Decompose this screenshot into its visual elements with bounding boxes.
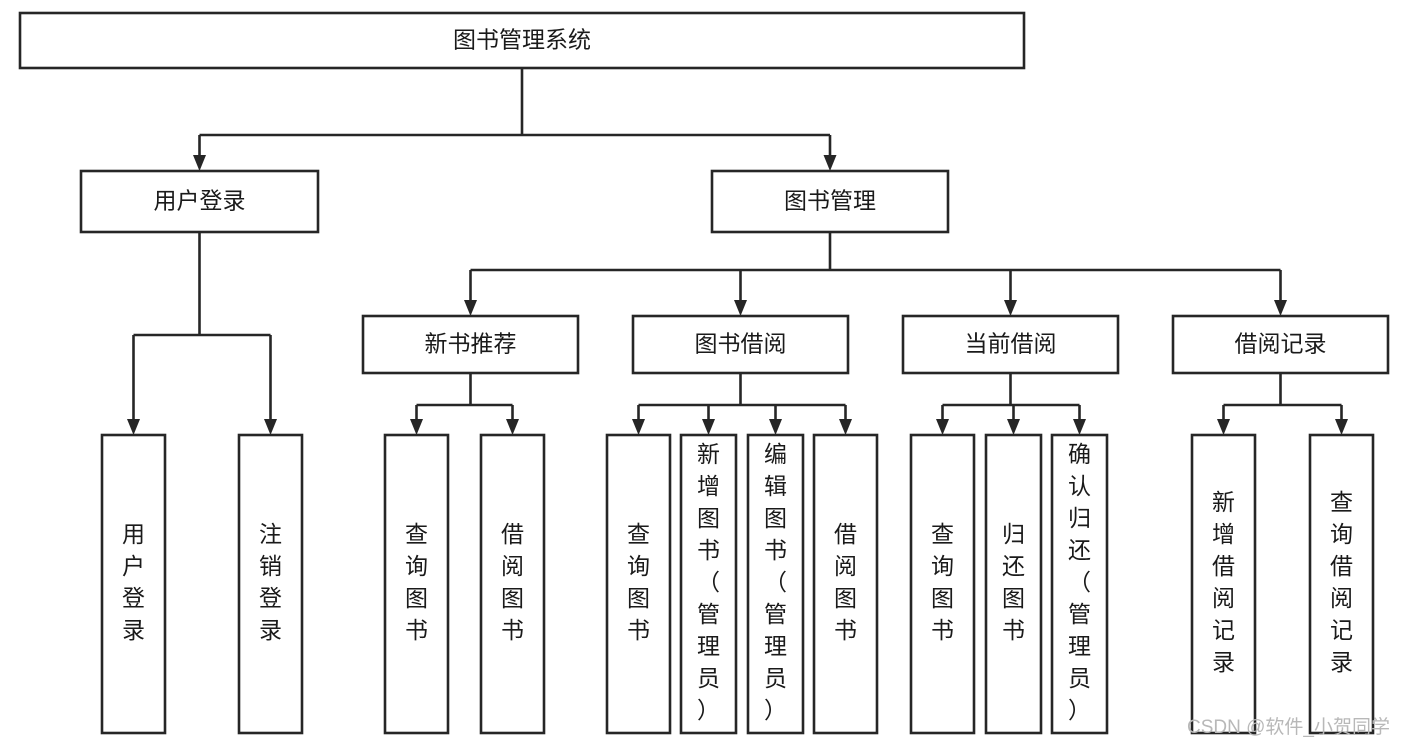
node-label-new-book-rec: 新书推荐 — [425, 331, 517, 357]
connector-arrow-icon — [1007, 419, 1020, 435]
node-box-leaf-borrow-lend[interactable] — [812, 433, 879, 735]
node-label-leaf-borrow-query: 查询图书 — [627, 521, 650, 643]
node-label-leaf-borrow-edit: 编辑图书（管理员） — [764, 441, 787, 723]
connector-arrow-icon — [1073, 419, 1086, 435]
node-leaf-user-logout[interactable]: 注销登录 — [237, 433, 304, 735]
edge-root-group — [193, 68, 837, 171]
connector-arrow-icon — [1274, 300, 1287, 316]
node-label-leaf-current-query: 查询图书 — [931, 521, 954, 643]
connector-arrow-icon — [632, 419, 645, 435]
connector-arrow-icon — [1217, 419, 1230, 435]
node-label-leaf-record-query: 查询借阅记录 — [1330, 489, 1353, 675]
node-box-leaf-current-confirm[interactable] — [1050, 433, 1109, 735]
node-box-leaf-record-add[interactable] — [1190, 433, 1257, 735]
node-box-current-borrow[interactable] — [901, 314, 1120, 375]
node-label-user-login: 用户登录 — [154, 188, 246, 214]
node-leaf-borrow-add[interactable]: 新增图书（管理员） — [679, 433, 738, 735]
node-user-login[interactable]: 用户登录 — [79, 169, 320, 234]
node-leaf-borrow-lend[interactable]: 借阅图书 — [812, 433, 879, 735]
node-leaf-record-add[interactable]: 新增借阅记录 — [1190, 433, 1257, 735]
connector-arrow-icon — [506, 419, 519, 435]
nodes-layer: 图书管理系统用户登录图书管理新书推荐图书借阅当前借阅借阅记录用户登录注销登录查询… — [18, 11, 1390, 735]
node-label-leaf-rec-query: 查询图书 — [405, 521, 428, 643]
node-box-leaf-borrow-add[interactable] — [679, 433, 738, 735]
node-box-book-borrow[interactable] — [631, 314, 850, 375]
node-label-leaf-record-add: 新增借阅记录 — [1212, 489, 1235, 675]
edge-bookmanage-group — [464, 232, 1287, 316]
node-borrow-record[interactable]: 借阅记录 — [1171, 314, 1390, 375]
edge-bookborrow-group — [632, 373, 852, 435]
edge-borrowrecord-group — [1217, 373, 1348, 435]
node-leaf-user-login[interactable]: 用户登录 — [100, 433, 167, 735]
connector-arrow-icon — [1335, 419, 1348, 435]
node-book-manage[interactable]: 图书管理 — [710, 169, 950, 234]
node-label-leaf-user-logout: 注销登录 — [259, 521, 282, 643]
connector-arrow-icon — [1004, 300, 1017, 316]
connector-arrow-icon — [264, 419, 277, 435]
node-leaf-record-query[interactable]: 查询借阅记录 — [1308, 433, 1375, 735]
node-box-leaf-borrow-query[interactable] — [605, 433, 672, 735]
edge-userlogin-group — [127, 232, 277, 435]
node-leaf-current-return[interactable]: 归还图书 — [984, 433, 1043, 735]
node-box-leaf-rec-query[interactable] — [383, 433, 450, 735]
node-label-leaf-borrow-lend: 借阅图书 — [834, 521, 857, 643]
node-leaf-borrow-query[interactable]: 查询图书 — [605, 433, 672, 735]
connectors-layer — [127, 68, 1348, 435]
node-box-leaf-user-logout[interactable] — [237, 433, 304, 735]
node-box-new-book-rec[interactable] — [361, 314, 580, 375]
connector-arrow-icon — [936, 419, 949, 435]
node-leaf-rec-query[interactable]: 查询图书 — [383, 433, 450, 735]
node-new-book-rec[interactable]: 新书推荐 — [361, 314, 580, 375]
edge-newbookrec-group — [410, 373, 519, 435]
connector-arrow-icon — [823, 155, 837, 171]
node-label-current-borrow: 当前借阅 — [965, 331, 1057, 357]
connector-arrow-icon — [410, 419, 423, 435]
node-leaf-current-query[interactable]: 查询图书 — [909, 433, 976, 735]
node-box-leaf-borrow-edit[interactable] — [746, 433, 805, 735]
node-current-borrow[interactable]: 当前借阅 — [901, 314, 1120, 375]
connector-arrow-icon — [193, 155, 206, 171]
node-book-borrow[interactable]: 图书借阅 — [631, 314, 850, 375]
connector-arrow-icon — [464, 300, 477, 316]
node-root[interactable]: 图书管理系统 — [18, 11, 1026, 70]
csdn-watermark: CSDN @软件_小贺同学 — [1187, 716, 1390, 738]
connector-arrow-icon — [839, 419, 852, 435]
node-label-book-manage: 图书管理 — [784, 188, 876, 214]
node-label-root: 图书管理系统 — [453, 27, 591, 53]
node-label-leaf-rec-borrow: 借阅图书 — [501, 521, 524, 643]
connector-arrow-icon — [702, 419, 715, 435]
node-box-leaf-current-query[interactable] — [909, 433, 976, 735]
node-leaf-rec-borrow[interactable]: 借阅图书 — [479, 433, 546, 735]
connector-arrow-icon — [127, 419, 140, 435]
node-leaf-current-confirm[interactable]: 确认归还（管理员） — [1050, 433, 1109, 735]
connector-arrow-icon — [769, 419, 782, 435]
node-box-book-manage[interactable] — [710, 169, 950, 234]
node-box-leaf-current-return[interactable] — [984, 433, 1043, 735]
node-box-root[interactable] — [18, 11, 1026, 70]
node-leaf-borrow-edit[interactable]: 编辑图书（管理员） — [746, 433, 805, 735]
node-label-leaf-borrow-add: 新增图书（管理员） — [697, 441, 720, 723]
connector-arrow-icon — [734, 300, 747, 316]
node-label-leaf-user-login: 用户登录 — [122, 521, 145, 643]
node-label-leaf-current-return: 归还图书 — [1002, 521, 1025, 643]
node-box-user-login[interactable] — [79, 169, 320, 234]
node-box-leaf-rec-borrow[interactable] — [479, 433, 546, 735]
node-box-borrow-record[interactable] — [1171, 314, 1390, 375]
node-box-leaf-user-login[interactable] — [100, 433, 167, 735]
node-box-leaf-record-query[interactable] — [1308, 433, 1375, 735]
node-label-borrow-record: 借阅记录 — [1235, 331, 1327, 357]
node-label-leaf-current-confirm: 确认归还（管理员） — [1068, 441, 1091, 723]
edge-currentborrow-group — [936, 373, 1086, 435]
node-label-book-borrow: 图书借阅 — [695, 331, 787, 357]
